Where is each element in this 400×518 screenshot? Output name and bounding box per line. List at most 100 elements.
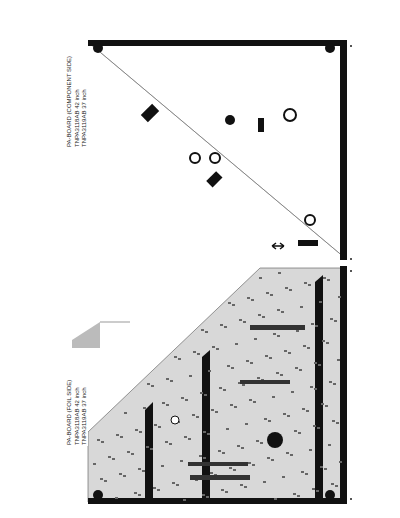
pad [310, 386, 313, 388]
pad [203, 457, 206, 459]
pad [212, 346, 215, 348]
pad [302, 408, 305, 410]
pad [268, 420, 271, 422]
pad [267, 457, 270, 459]
pad [248, 462, 251, 464]
pad [322, 340, 325, 342]
pad [97, 439, 100, 441]
pad [221, 489, 224, 491]
pad [143, 407, 146, 409]
pad [247, 297, 250, 299]
pad [123, 475, 126, 477]
pad [224, 326, 227, 328]
pad [300, 306, 303, 308]
pad [276, 372, 279, 374]
pad [273, 333, 276, 335]
pad [287, 415, 290, 417]
pad [290, 454, 293, 456]
pad [232, 304, 235, 306]
pad [202, 494, 205, 496]
pad [119, 473, 122, 475]
pad [100, 478, 103, 480]
pad [336, 422, 339, 424]
pad [189, 375, 192, 377]
pad [264, 418, 267, 420]
pad [219, 387, 222, 389]
pad [228, 302, 231, 304]
pad [210, 472, 213, 474]
pad [269, 357, 272, 359]
pad [266, 292, 269, 294]
pad [251, 299, 254, 301]
pad [339, 461, 342, 463]
pad [274, 498, 277, 500]
pad [286, 452, 289, 454]
pad [259, 277, 262, 279]
board-caption: PA-BOARD (COMPONENT SIDE) [66, 55, 73, 148]
pad [316, 490, 319, 492]
pad [165, 441, 168, 443]
pad [306, 410, 309, 412]
pad [296, 330, 299, 332]
pad [301, 471, 304, 473]
pad [305, 473, 308, 475]
pad [135, 429, 138, 431]
pad [204, 394, 207, 396]
pad [243, 321, 246, 323]
pad [231, 367, 234, 369]
pad [131, 453, 134, 455]
pad [333, 383, 336, 385]
pad [277, 335, 280, 337]
pad [338, 296, 341, 298]
marker-triangle [72, 322, 100, 348]
pad [184, 436, 187, 438]
pad [201, 329, 204, 331]
pad [220, 324, 223, 326]
pad [108, 456, 111, 458]
pad [297, 495, 300, 497]
pad [260, 442, 263, 444]
pad [313, 425, 316, 427]
pad [193, 351, 196, 353]
pad [298, 432, 301, 434]
pad [229, 467, 232, 469]
pad [277, 309, 280, 311]
pad [281, 311, 284, 313]
pad [174, 356, 177, 358]
pad [172, 482, 175, 484]
pad [326, 342, 329, 344]
component-side-board [88, 40, 347, 260]
pad [234, 406, 237, 408]
pad [291, 391, 294, 393]
pad [246, 360, 249, 362]
pad [283, 413, 286, 415]
pad [321, 403, 324, 405]
board-caption: TNPA3119AB 37 inch [81, 89, 88, 148]
pad [215, 411, 218, 413]
pad [337, 359, 340, 361]
pad [166, 404, 169, 406]
pad [183, 499, 186, 501]
pad [162, 402, 165, 404]
pad [318, 364, 321, 366]
pad [330, 318, 333, 320]
pad [211, 409, 214, 411]
board-caption: PA-BOARD (FOIL SIDE) [66, 379, 73, 446]
pad [250, 362, 253, 364]
pad [254, 338, 257, 340]
pad [325, 405, 328, 407]
pad [124, 412, 127, 414]
pad [334, 320, 337, 322]
pad [288, 352, 291, 354]
pad [270, 294, 273, 296]
pad [263, 481, 266, 483]
pad [158, 426, 161, 428]
pad [101, 441, 104, 443]
pad [252, 464, 255, 466]
pad [241, 447, 244, 449]
pad [197, 353, 200, 355]
pad [320, 466, 323, 468]
pad [319, 301, 322, 303]
board-caption: TNPA3118AB 42 inch [74, 89, 81, 148]
pad [315, 325, 318, 327]
